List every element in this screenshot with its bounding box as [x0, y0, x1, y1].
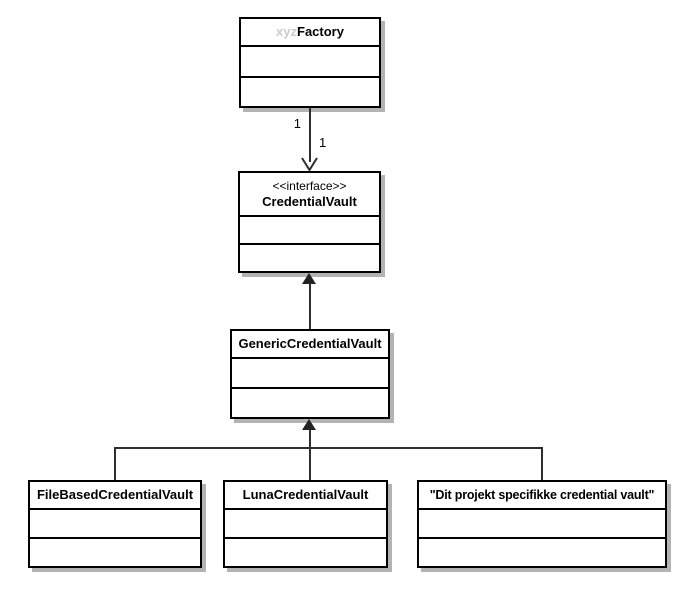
class-luna-credential-vault[interactable]: LunaCredentialVault — [223, 480, 388, 568]
class-name-text: Factory — [297, 24, 344, 39]
attributes-compartment — [241, 45, 379, 76]
methods-compartment — [225, 537, 386, 566]
multiplicity-source: 1 — [293, 116, 301, 131]
filled-arrowhead-up-icon — [302, 273, 316, 284]
class-name-text: GenericCredentialVault — [238, 336, 382, 351]
interface-credential-vault[interactable]: <<interface>> CredentialVault — [238, 171, 381, 273]
generalization-tree-horizontal-line — [114, 447, 543, 449]
generalization-line — [309, 283, 311, 329]
class-name-text: LunaCredentialVault — [242, 487, 369, 502]
class-generic-credential-vault[interactable]: GenericCredentialVault — [230, 329, 390, 419]
methods-compartment — [30, 537, 200, 566]
class-file-based-credential-vault[interactable]: FileBasedCredentialVault — [28, 480, 202, 568]
class-luna-title: LunaCredentialVault — [225, 482, 386, 508]
attributes-compartment — [225, 508, 386, 537]
attributes-compartment — [419, 508, 665, 537]
filled-arrowhead-up-icon — [302, 419, 316, 430]
association-line — [309, 108, 311, 162]
class-project-specific-title: "Dit projekt specifikke credential vault… — [419, 482, 665, 508]
open-arrowhead-down-icon — [301, 157, 318, 171]
methods-compartment — [241, 75, 379, 107]
class-name-text: FileBasedCredentialVault — [36, 487, 194, 502]
interface-credential-vault-title: <<interface>> CredentialVault — [240, 173, 379, 215]
class-project-specific-credential-vault[interactable]: "Dit projekt specifikke credential vault… — [417, 480, 667, 568]
class-xyz-factory-title: xyzFactory — [241, 19, 379, 45]
generalization-tree-left-line — [114, 447, 116, 480]
methods-compartment — [232, 387, 388, 417]
stereotype-label: <<interface>> — [272, 179, 347, 193]
class-name-text: "Dit projekt specifikke credential vault… — [429, 488, 655, 502]
generalization-tree-middle-line — [309, 429, 311, 480]
class-xyz-factory-name: xyzFactory — [276, 24, 344, 40]
class-name-prefix: xyz — [276, 24, 297, 39]
attributes-compartment — [240, 215, 379, 243]
interface-name-text: CredentialVault — [262, 194, 357, 209]
class-generic-credential-vault-title: GenericCredentialVault — [232, 331, 388, 357]
attributes-compartment — [30, 508, 200, 537]
multiplicity-target: 1 — [319, 135, 327, 150]
methods-compartment — [419, 537, 665, 566]
class-file-based-title: FileBasedCredentialVault — [30, 482, 200, 508]
class-xyz-factory[interactable]: xyzFactory — [239, 17, 381, 108]
methods-compartment — [240, 243, 379, 271]
attributes-compartment — [232, 357, 388, 387]
generalization-tree-right-line — [541, 447, 543, 480]
